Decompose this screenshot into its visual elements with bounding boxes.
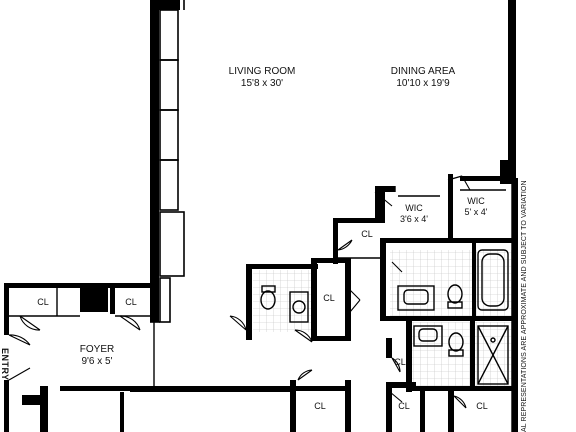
- wic-2-label: WIC 5' x 4': [465, 196, 488, 218]
- dining-area-label: DINING AREA 10'10 x 19'9: [391, 66, 455, 90]
- foyer-name: FOYER: [79, 344, 115, 355]
- bath-floor-left: [253, 270, 313, 332]
- foyer-label: FOYER 9'6 x 5': [80, 344, 114, 368]
- living-room-name: LIVING ROOM: [228, 66, 296, 77]
- closet-label-lower-2: CL: [398, 401, 410, 411]
- closet-label-bath: CL: [323, 293, 335, 303]
- wic-1-dims: 3'6 x 4': [400, 214, 428, 224]
- closet-label-corridor: CL: [361, 229, 373, 239]
- disclaimer-text: AL REPRESENTATIONS ARE APPROXIMATE AND S…: [521, 180, 528, 432]
- living-room-label: LIVING ROOM 15'8 x 30': [229, 66, 296, 90]
- entry-label: ENTRY: [0, 348, 10, 381]
- bath-floor-master: [390, 250, 512, 317]
- dining-area-name: DINING AREA: [390, 66, 456, 77]
- living-room-dims: 15'8 x 30': [240, 78, 284, 89]
- closet-label-lower-1: CL: [394, 357, 406, 367]
- closet-label-lower-3: CL: [314, 401, 326, 411]
- wic-2-name: WIC: [467, 196, 485, 206]
- wic-1-label: WIC 3'6 x 4': [400, 203, 428, 225]
- foyer-dims: 9'6 x 5': [81, 356, 113, 367]
- closet-label-lower-4: CL: [476, 401, 488, 411]
- closet-label-foyer-right: CL: [125, 297, 137, 307]
- interior-lines: [9, 0, 513, 432]
- wic-1-name: WIC: [405, 203, 423, 213]
- dining-area-dims: 10'10 x 19'9: [396, 78, 450, 89]
- window-bays: [150, 0, 185, 323]
- closet-label-foyer-left: CL: [37, 297, 49, 307]
- wic-2-dims: 5' x 4': [464, 207, 488, 217]
- door-swings: [8, 175, 471, 409]
